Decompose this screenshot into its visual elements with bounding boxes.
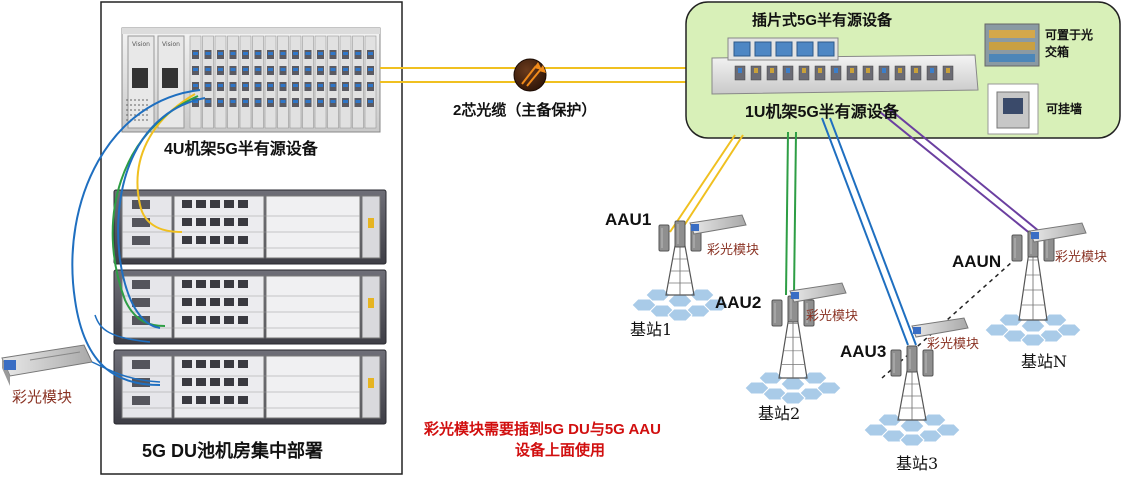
- option-wall-label: 可挂墙: [1046, 102, 1083, 116]
- link-purple-aaun-a: [879, 111, 1033, 236]
- fiber-box-image-icon: [984, 23, 1040, 67]
- aau2-module-label: 彩光模块: [806, 309, 859, 324]
- left-module-label: 彩光模块: [12, 388, 73, 406]
- link-blue-aau3-b: [829, 117, 917, 346]
- station-2-label: 基站2: [758, 404, 801, 423]
- aaun-module-label: 彩光模块: [1055, 250, 1108, 265]
- box-title: 插片式5G半有源设备: [752, 12, 893, 29]
- du-pool: [113, 189, 387, 425]
- fiber-blue-module: [94, 314, 151, 343]
- rack-1u-device: [711, 37, 979, 95]
- station-n-label: 基站N: [1021, 352, 1068, 371]
- fiber-blue-2: [117, 97, 206, 329]
- link-purple-aaun-b: [887, 107, 1041, 233]
- rack-4u-label: 4U机架5G半有源设备: [164, 141, 318, 158]
- link-dashed-aaun: [881, 261, 1013, 379]
- note-line-1: 彩光模块需要插到5G DU与5G AAU: [424, 421, 661, 438]
- rack-4u-device: Vision Vision: [121, 27, 381, 133]
- link-blue-aau3-a: [821, 117, 909, 346]
- left-sfp-module-icon: [1, 344, 93, 386]
- du-pool-label: 5G DU池机房集中部署: [142, 441, 324, 461]
- link-yellow-aau1-b: [677, 134, 744, 236]
- aau1-module-label: 彩光模块: [707, 243, 760, 258]
- station-3-label: 基站3: [896, 454, 939, 473]
- aau1-label: AAU1: [605, 210, 652, 229]
- option-box-label: 可置于光交箱: [1045, 28, 1094, 59]
- link-green-aau2-a: [785, 131, 789, 296]
- cable-label: 2芯光缆（主备保护）: [453, 102, 597, 119]
- fiber-blue-4u-to-du3: [71, 89, 201, 386]
- wall-mount-image-icon: [987, 83, 1039, 135]
- aau3-label: AAU3: [840, 342, 887, 361]
- link-green-aau2-b: [793, 131, 797, 296]
- fiber-sfp-to-du: [91, 361, 161, 383]
- link-yellow-aau1-a: [669, 134, 736, 233]
- aau2-label: AAU2: [715, 293, 762, 312]
- fiber-cable-icon: [513, 58, 547, 92]
- chassis-brand-1: Vision: [132, 41, 150, 48]
- station-1-label: 基站1: [630, 320, 673, 339]
- chassis-brand-2: Vision: [162, 41, 180, 48]
- aau3-module-label: 彩光模块: [927, 337, 980, 352]
- note-line-2: 设备上面使用: [515, 442, 606, 459]
- rack-1u-label: 1U机架5G半有源设备: [745, 104, 899, 121]
- aaun-label: AAUN: [952, 252, 1002, 271]
